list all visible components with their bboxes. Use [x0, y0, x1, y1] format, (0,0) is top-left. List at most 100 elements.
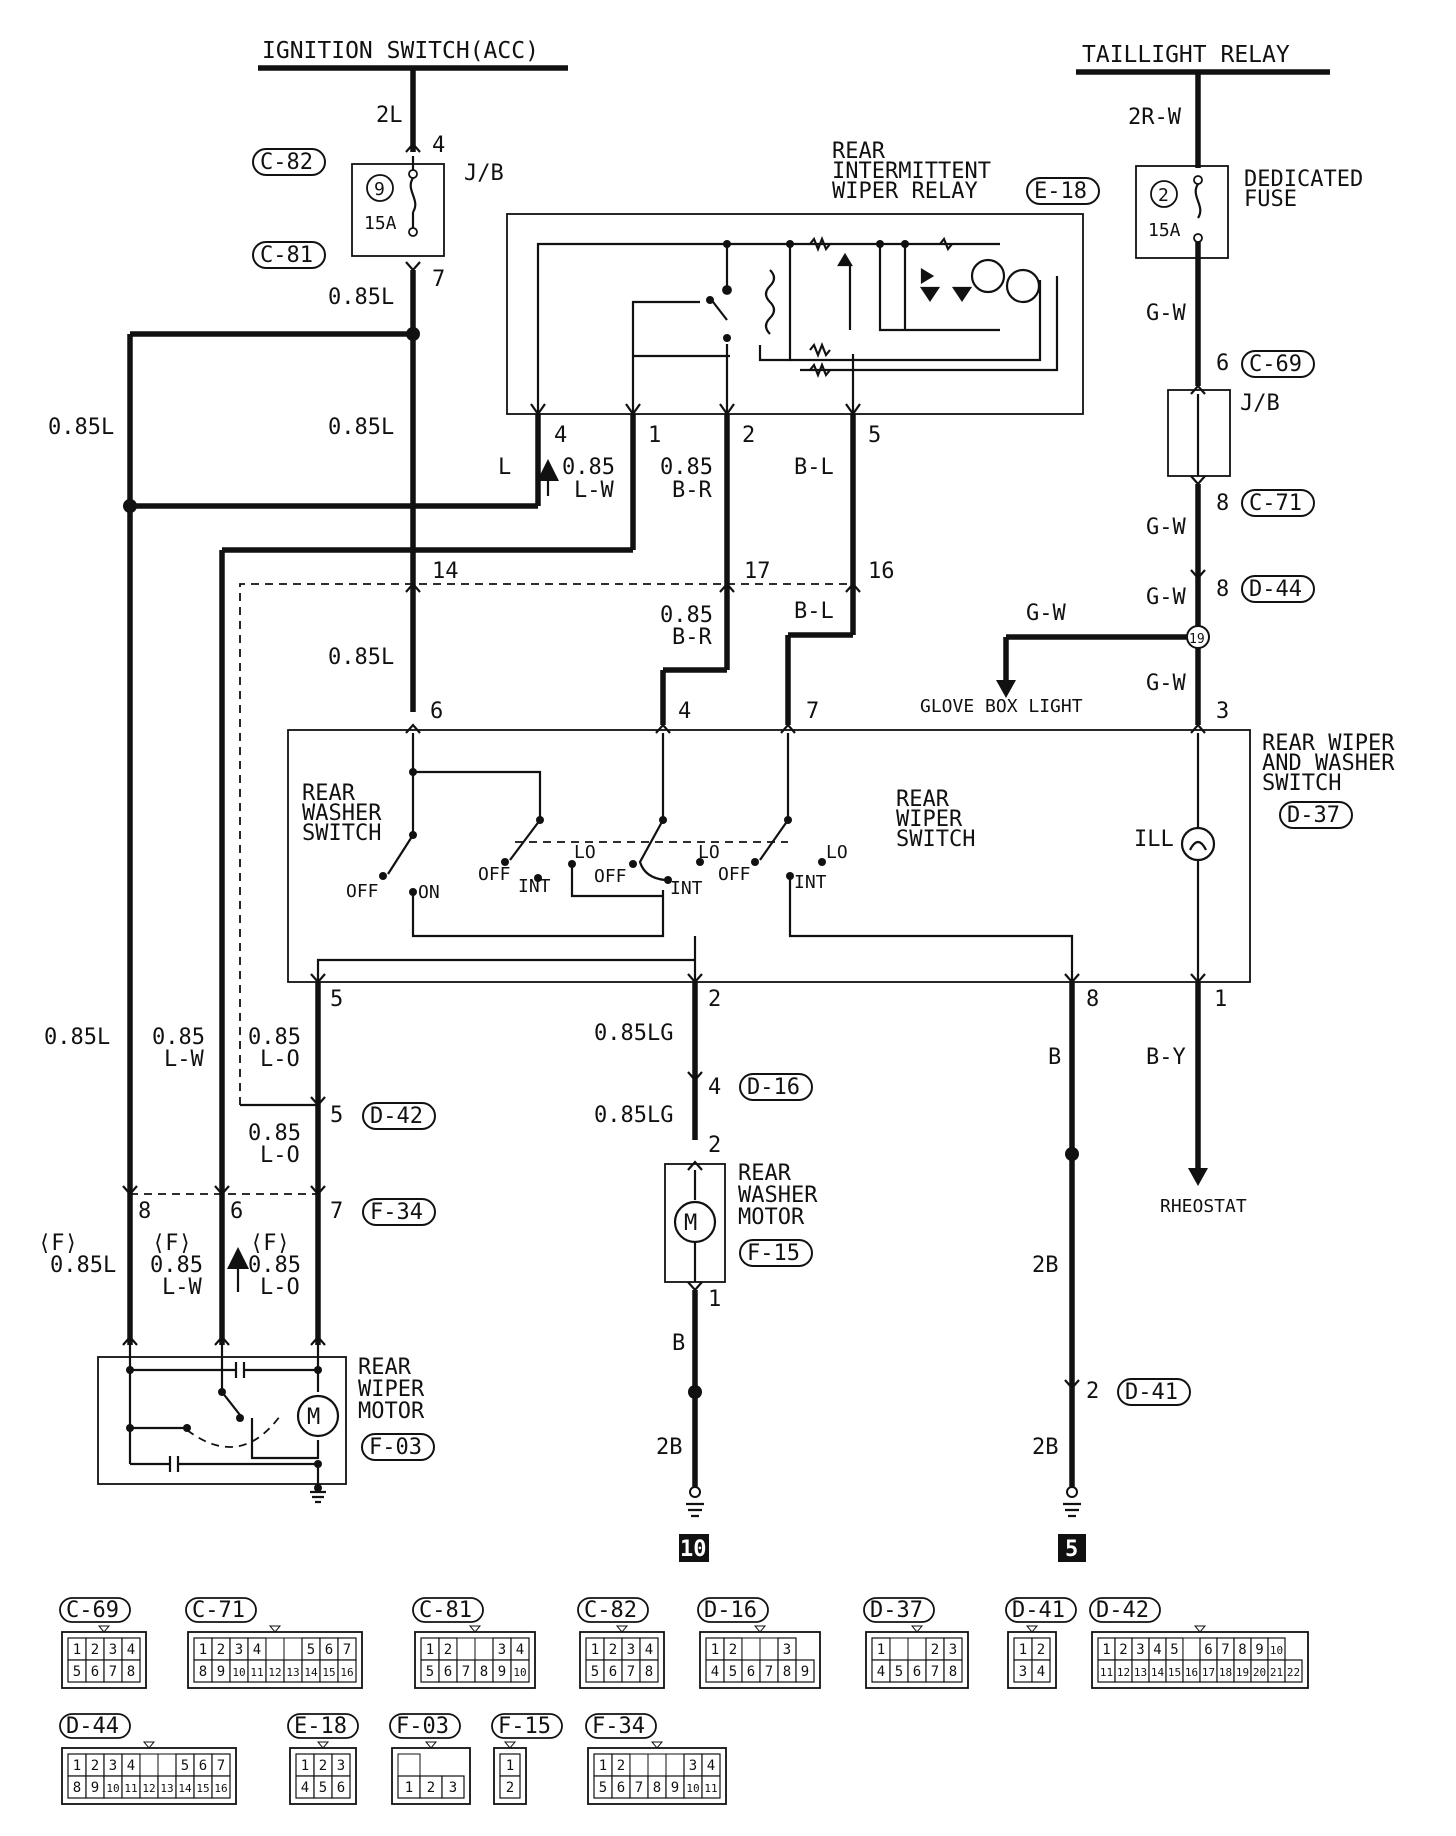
legend-pin: 1: [405, 1780, 413, 1796]
svg-text:C-82: C-82: [260, 150, 313, 175]
taillight-relay-label: TAILLIGHT RELAY: [1082, 42, 1290, 68]
svg-text:REAR: REAR: [302, 781, 356, 806]
legend-connector-tag: D-44: [66, 1714, 119, 1739]
svg-text:B-L: B-L: [794, 599, 834, 624]
svg-text:G-W: G-W: [1026, 601, 1066, 626]
svg-text:INT: INT: [794, 872, 827, 893]
legend-pin: 14: [178, 1782, 192, 1795]
svg-text:19: 19: [1189, 632, 1205, 647]
switch-pin-7: 7: [806, 699, 819, 724]
legend-pin: 22: [1287, 1666, 1300, 1679]
svg-text:WIPER: WIPER: [896, 807, 963, 832]
legend-pin: 8: [1238, 1642, 1246, 1658]
legend-pin: 13: [286, 1666, 299, 1679]
wire-label-L: L: [498, 455, 511, 480]
ground-icon-10: [686, 1502, 704, 1518]
svg-text:LO: LO: [698, 842, 720, 863]
svg-text:C-71: C-71: [1249, 491, 1302, 516]
pin-8-c71: 8: [1216, 491, 1229, 516]
legend-pin: 7: [931, 1664, 939, 1680]
legend-pin: 7: [765, 1664, 773, 1680]
legend-pin: 6: [1204, 1642, 1212, 1658]
ground-point-5-badge: [1058, 1534, 1086, 1562]
legend-pin: 9: [801, 1664, 809, 1680]
legend-pin: 13: [160, 1782, 173, 1795]
legend-pin: 3: [235, 1642, 243, 1658]
legend-pin: 5: [73, 1664, 81, 1680]
svg-text:0.85LG: 0.85LG: [594, 1021, 673, 1046]
pin-14: 14: [432, 559, 459, 584]
legend-connector-tag: C-69: [66, 1598, 119, 1623]
legend-pin: 11: [250, 1666, 263, 1679]
legend-pin: 2: [1037, 1642, 1045, 1658]
svg-text:G-W: G-W: [1146, 515, 1186, 540]
legend-connector-tag: C-82: [584, 1598, 637, 1623]
pin-8-f34: 8: [138, 1199, 151, 1224]
legend-connector-tag: F-03: [396, 1714, 449, 1739]
rear-wiper-washer-switch: [287, 729, 1251, 983]
legend-connector-tag: D-16: [704, 1598, 757, 1623]
svg-text:F-15: F-15: [747, 1241, 800, 1266]
svg-text:10: 10: [680, 1537, 707, 1562]
legend-pin: 6: [91, 1664, 99, 1680]
svg-text:F-03: F-03: [369, 1435, 422, 1460]
jb-right-label: J/B: [1240, 391, 1280, 416]
legend-pin: 3: [1019, 1664, 1027, 1680]
legend-pin: 3: [449, 1780, 457, 1796]
legend-pin: 5: [895, 1664, 903, 1680]
legend-pin: 4: [877, 1664, 885, 1680]
svg-text:0.85L: 0.85L: [50, 1253, 116, 1278]
svg-text:0.85: 0.85: [562, 455, 615, 480]
svg-text:B-L: B-L: [794, 455, 834, 480]
connector-tag-c69: C-69: [1241, 350, 1315, 378]
pin-5-d42: 5: [330, 1103, 343, 1128]
legend-pin: 20: [1253, 1666, 1266, 1679]
switch-pin-6: 6: [430, 699, 443, 724]
pin-6-c69: 6: [1216, 351, 1229, 376]
legend-connector-tag: F-34: [592, 1714, 645, 1739]
legend-pin: 7: [217, 1758, 225, 1774]
svg-text:L-O: L-O: [260, 1275, 300, 1300]
wiper-motor-internal: [126, 1345, 322, 1492]
relay-title-3: WIPER RELAY: [832, 179, 978, 204]
legend-pin: 6: [913, 1664, 921, 1680]
svg-text:INT: INT: [518, 876, 551, 897]
legend-pin: 2: [729, 1642, 737, 1658]
svg-text:0.85: 0.85: [248, 1025, 301, 1050]
svg-text:REAR: REAR: [358, 1355, 412, 1380]
legend-connector-tag: F-15: [498, 1714, 551, 1739]
svg-text:B-R: B-R: [672, 478, 712, 503]
svg-text:E-18: E-18: [1034, 179, 1087, 204]
legend-pin: 15: [1168, 1666, 1181, 1679]
svg-text:⟨F⟩: ⟨F⟩: [250, 1231, 290, 1256]
svg-text:⟨F⟩: ⟨F⟩: [38, 1231, 78, 1256]
rheostat-arrow: [1188, 1168, 1208, 1186]
legend-pin: 3: [109, 1642, 117, 1658]
svg-text:WASHER: WASHER: [738, 1183, 818, 1208]
legend-pin: 14: [304, 1666, 318, 1679]
switch-pin-8: 8: [1086, 987, 1099, 1012]
relay-internal-circuit: [536, 236, 1059, 414]
connector-dashed-c-row: [239, 583, 853, 1105]
pin-2-d41: 2: [1086, 1379, 1099, 1404]
legend-pin: 4: [127, 1642, 135, 1658]
svg-text:OFF: OFF: [594, 866, 627, 887]
svg-text:WIPER: WIPER: [358, 1377, 425, 1402]
relay-title-2: INTERMITTENT: [832, 159, 991, 184]
relay-title-1: REAR: [832, 139, 886, 164]
wire-label-085L-c: 0.85L: [328, 415, 394, 440]
ground-icon-5: [1063, 1502, 1081, 1518]
legend-pin: 2: [444, 1642, 452, 1658]
legend-pin: 10: [232, 1666, 245, 1679]
pin-7-f34: 7: [330, 1199, 343, 1224]
legend-pin: 8: [783, 1664, 791, 1680]
svg-text:B-Y: B-Y: [1146, 1045, 1186, 1070]
relay-pin-2: 2: [742, 423, 755, 448]
dedicated-fuse-box: [1135, 165, 1229, 259]
legend-pin: 3: [337, 1758, 345, 1774]
svg-text:L-W: L-W: [162, 1275, 202, 1300]
connector-tag-d44: D-44: [1241, 575, 1315, 603]
